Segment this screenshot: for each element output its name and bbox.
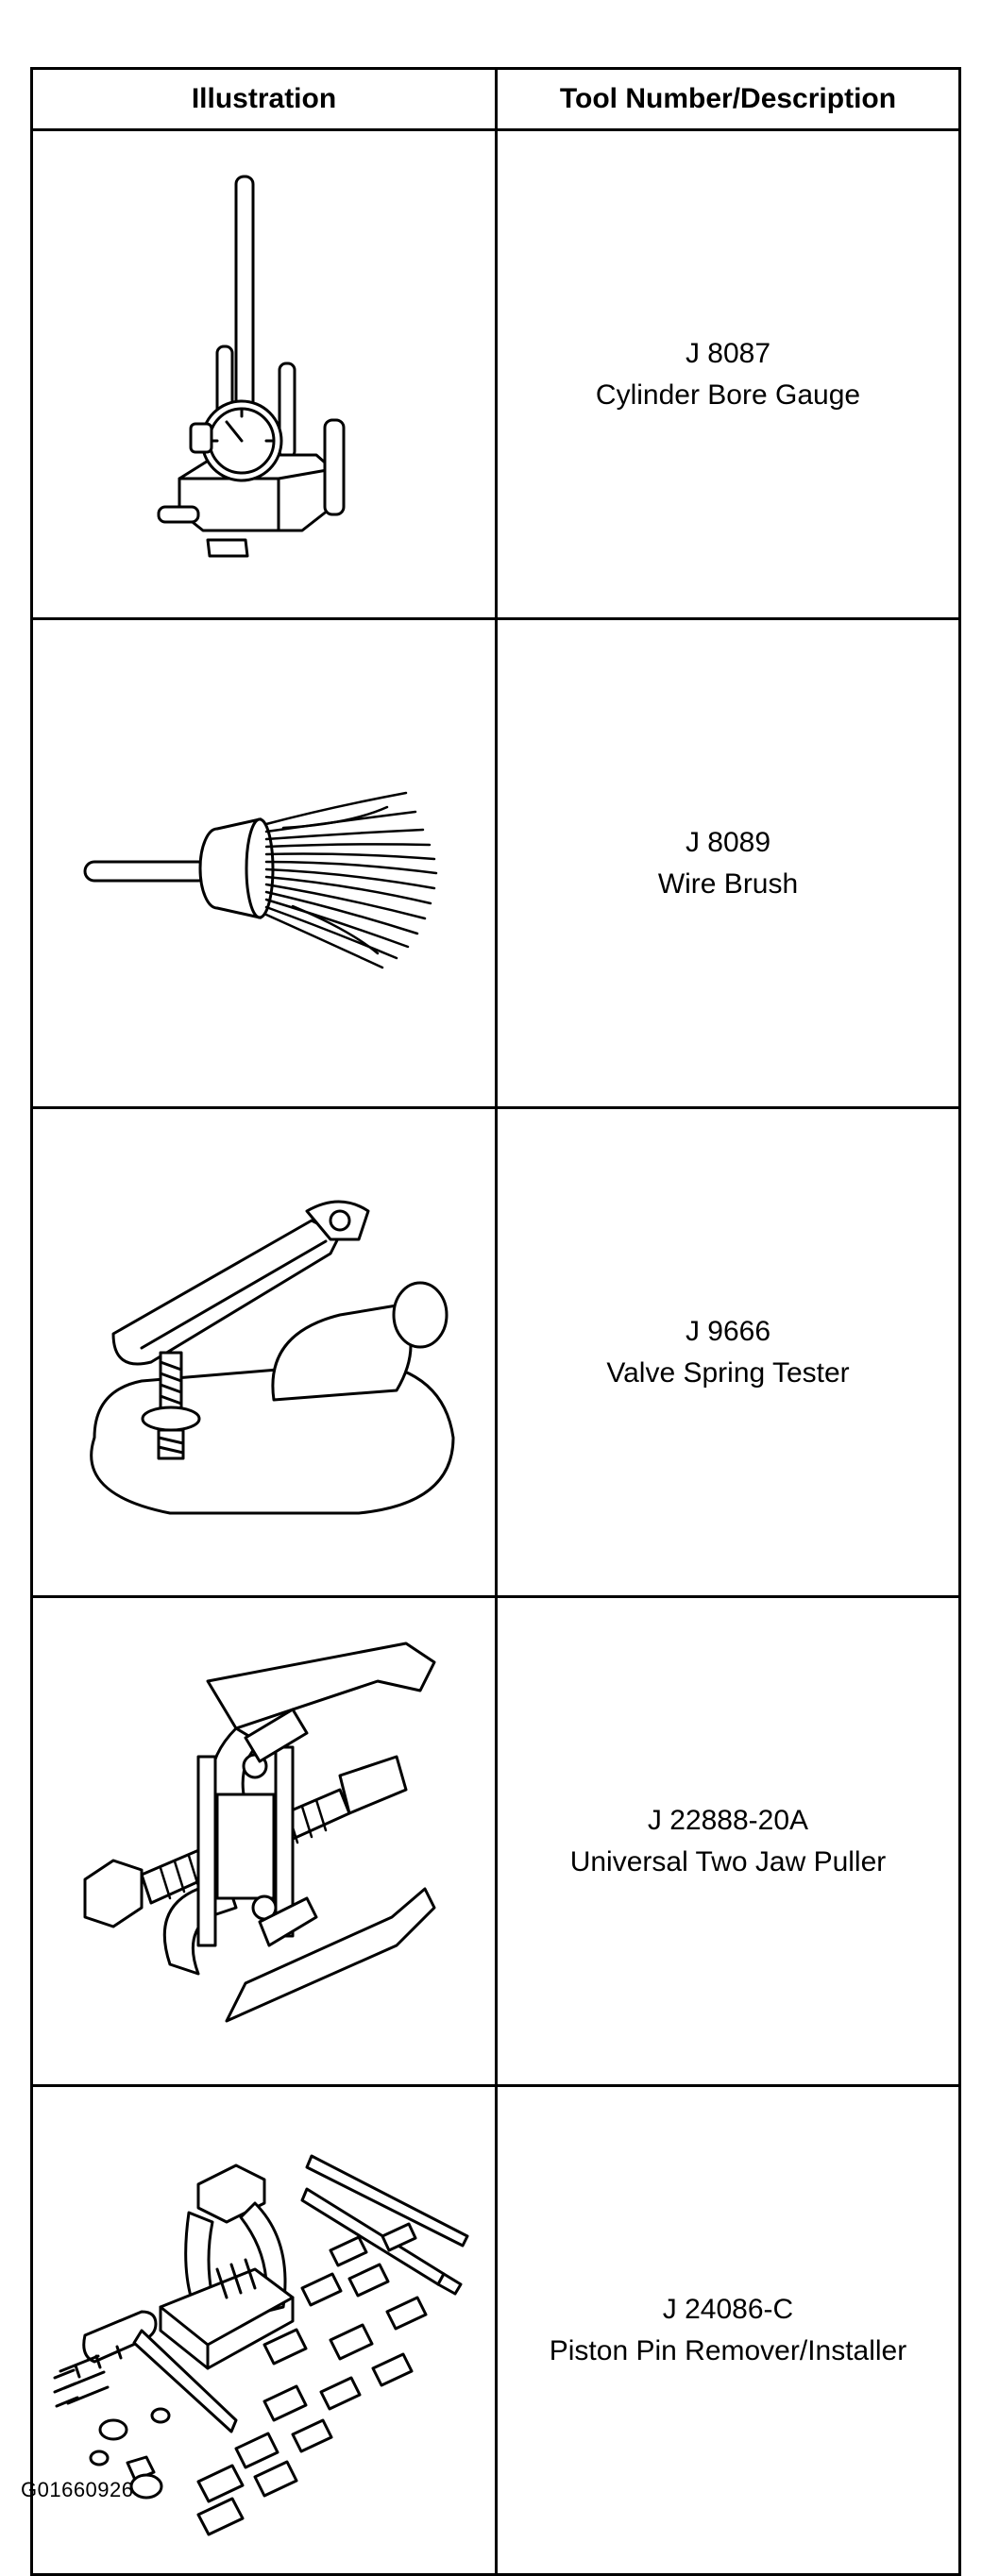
tool-description: Universal Two Jaw Puller [569,1845,887,1877]
wire-brush-icon [83,791,437,968]
header-illustration: Illustration [30,67,498,131]
description-cell: J 8087 Cylinder Bore Gauge [495,128,961,620]
description-cell: J 24086-C Piston Pin Remover/Installer [495,2084,961,2576]
tool-description: Piston Pin Remover/Installer [549,2334,907,2366]
table-row: J 8087 Cylinder Bore Gauge [30,128,961,620]
illustration-cell [30,1595,498,2087]
tool-number: J 9666 [685,1315,771,1347]
header-tool-description: Tool Number/Description [495,67,961,131]
description-cell: J 22888-20A Universal Two Jaw Puller [495,1595,961,2087]
tool-number: J 8087 [685,337,771,369]
tool-number: J 22888-20A [647,1804,809,1836]
table-row: J 24086-C Piston Pin Remover/Installer [30,2084,961,2576]
two-jaw-puller-icon [83,1642,435,2022]
figure-id: G01660926 [21,2478,134,2501]
table-header-row: Illustration Tool Number/Description [30,67,961,131]
piston-pin-tool-icon [53,2154,468,2535]
illustration-cell [30,2084,498,2576]
tool-number: J 24086-C [662,2293,794,2325]
cylinder-bore-gauge-icon [157,175,345,557]
description-cell: J 9666 Valve Spring Tester [495,1106,961,1598]
tool-description: Cylinder Bore Gauge [595,379,861,411]
table-row: J 9666 Valve Spring Tester [30,1106,961,1598]
description-cell: J 8089 Wire Brush [495,617,961,1109]
tool-number: J 8089 [685,826,771,858]
tool-table: Illustration Tool Number/Description [30,67,961,2576]
illustration-cell [30,1106,498,1598]
illustration-cell [30,128,498,620]
table-row: J 8089 Wire Brush [30,617,961,1109]
table-row: J 22888-20A Universal Two Jaw Puller [30,1595,961,2087]
valve-spring-tester-icon [89,1200,454,1514]
tool-description: Valve Spring Tester [606,1356,850,1389]
illustration-cell [30,617,498,1109]
tool-description: Wire Brush [657,867,799,900]
